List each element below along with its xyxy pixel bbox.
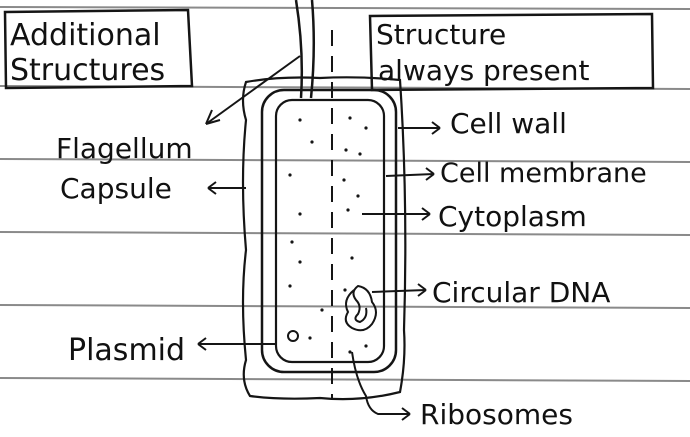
additional-label: Additional bbox=[10, 18, 161, 53]
cell-membrane-shape bbox=[276, 100, 384, 362]
circular-dna-shape bbox=[346, 286, 376, 330]
flagellum-shape bbox=[296, 0, 314, 98]
plasmid-label: Plasmid bbox=[68, 333, 185, 368]
ruled-line bbox=[0, 7, 690, 9]
cell-wall-label: Cell wall bbox=[450, 107, 567, 140]
flagellum-label: Flagellum bbox=[56, 132, 193, 165]
capsule-shape bbox=[243, 77, 405, 399]
circular-dna-arrow bbox=[372, 290, 426, 292]
cell-wall-shape bbox=[262, 90, 396, 372]
capsule-label: Capsule bbox=[60, 172, 172, 205]
ribosomes-label: Ribosomes bbox=[420, 398, 573, 431]
cytoplasm-label: Cytoplasm bbox=[438, 200, 587, 233]
plasmid-shape bbox=[288, 331, 298, 341]
cell-membrane-arrow bbox=[386, 174, 434, 176]
cell-membrane-label: Cell membrane bbox=[440, 158, 647, 189]
circular-dna-label: Circular DNA bbox=[432, 276, 610, 309]
ruled-line bbox=[0, 378, 690, 381]
structures-label: Structures bbox=[10, 53, 165, 88]
structure-label: Structure bbox=[376, 18, 506, 51]
always-present-label: always present bbox=[378, 54, 590, 87]
